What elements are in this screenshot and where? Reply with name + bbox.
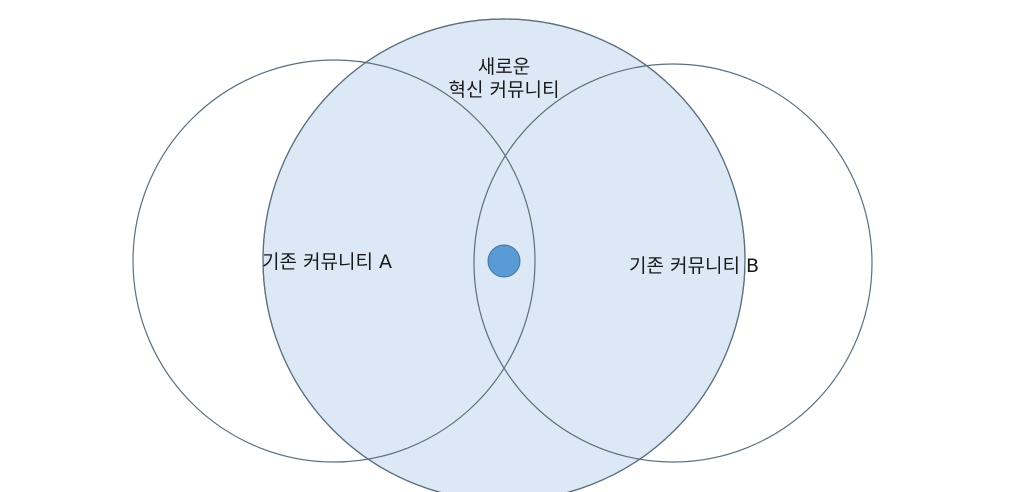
- innovation-community-outline: [262, 18, 746, 492]
- community-b-label: 기존 커뮤니티 B: [629, 255, 759, 277]
- community-b-circle: [473, 63, 873, 463]
- innovation-community-label-line2: 혁신 커뮤니티: [449, 79, 560, 101]
- innovation-community-label-line1: 새로운: [478, 56, 530, 78]
- community-a-circle: [132, 59, 536, 463]
- center-dot: [487, 244, 521, 278]
- community-a-label: 기존 커뮤니티 A: [262, 251, 392, 273]
